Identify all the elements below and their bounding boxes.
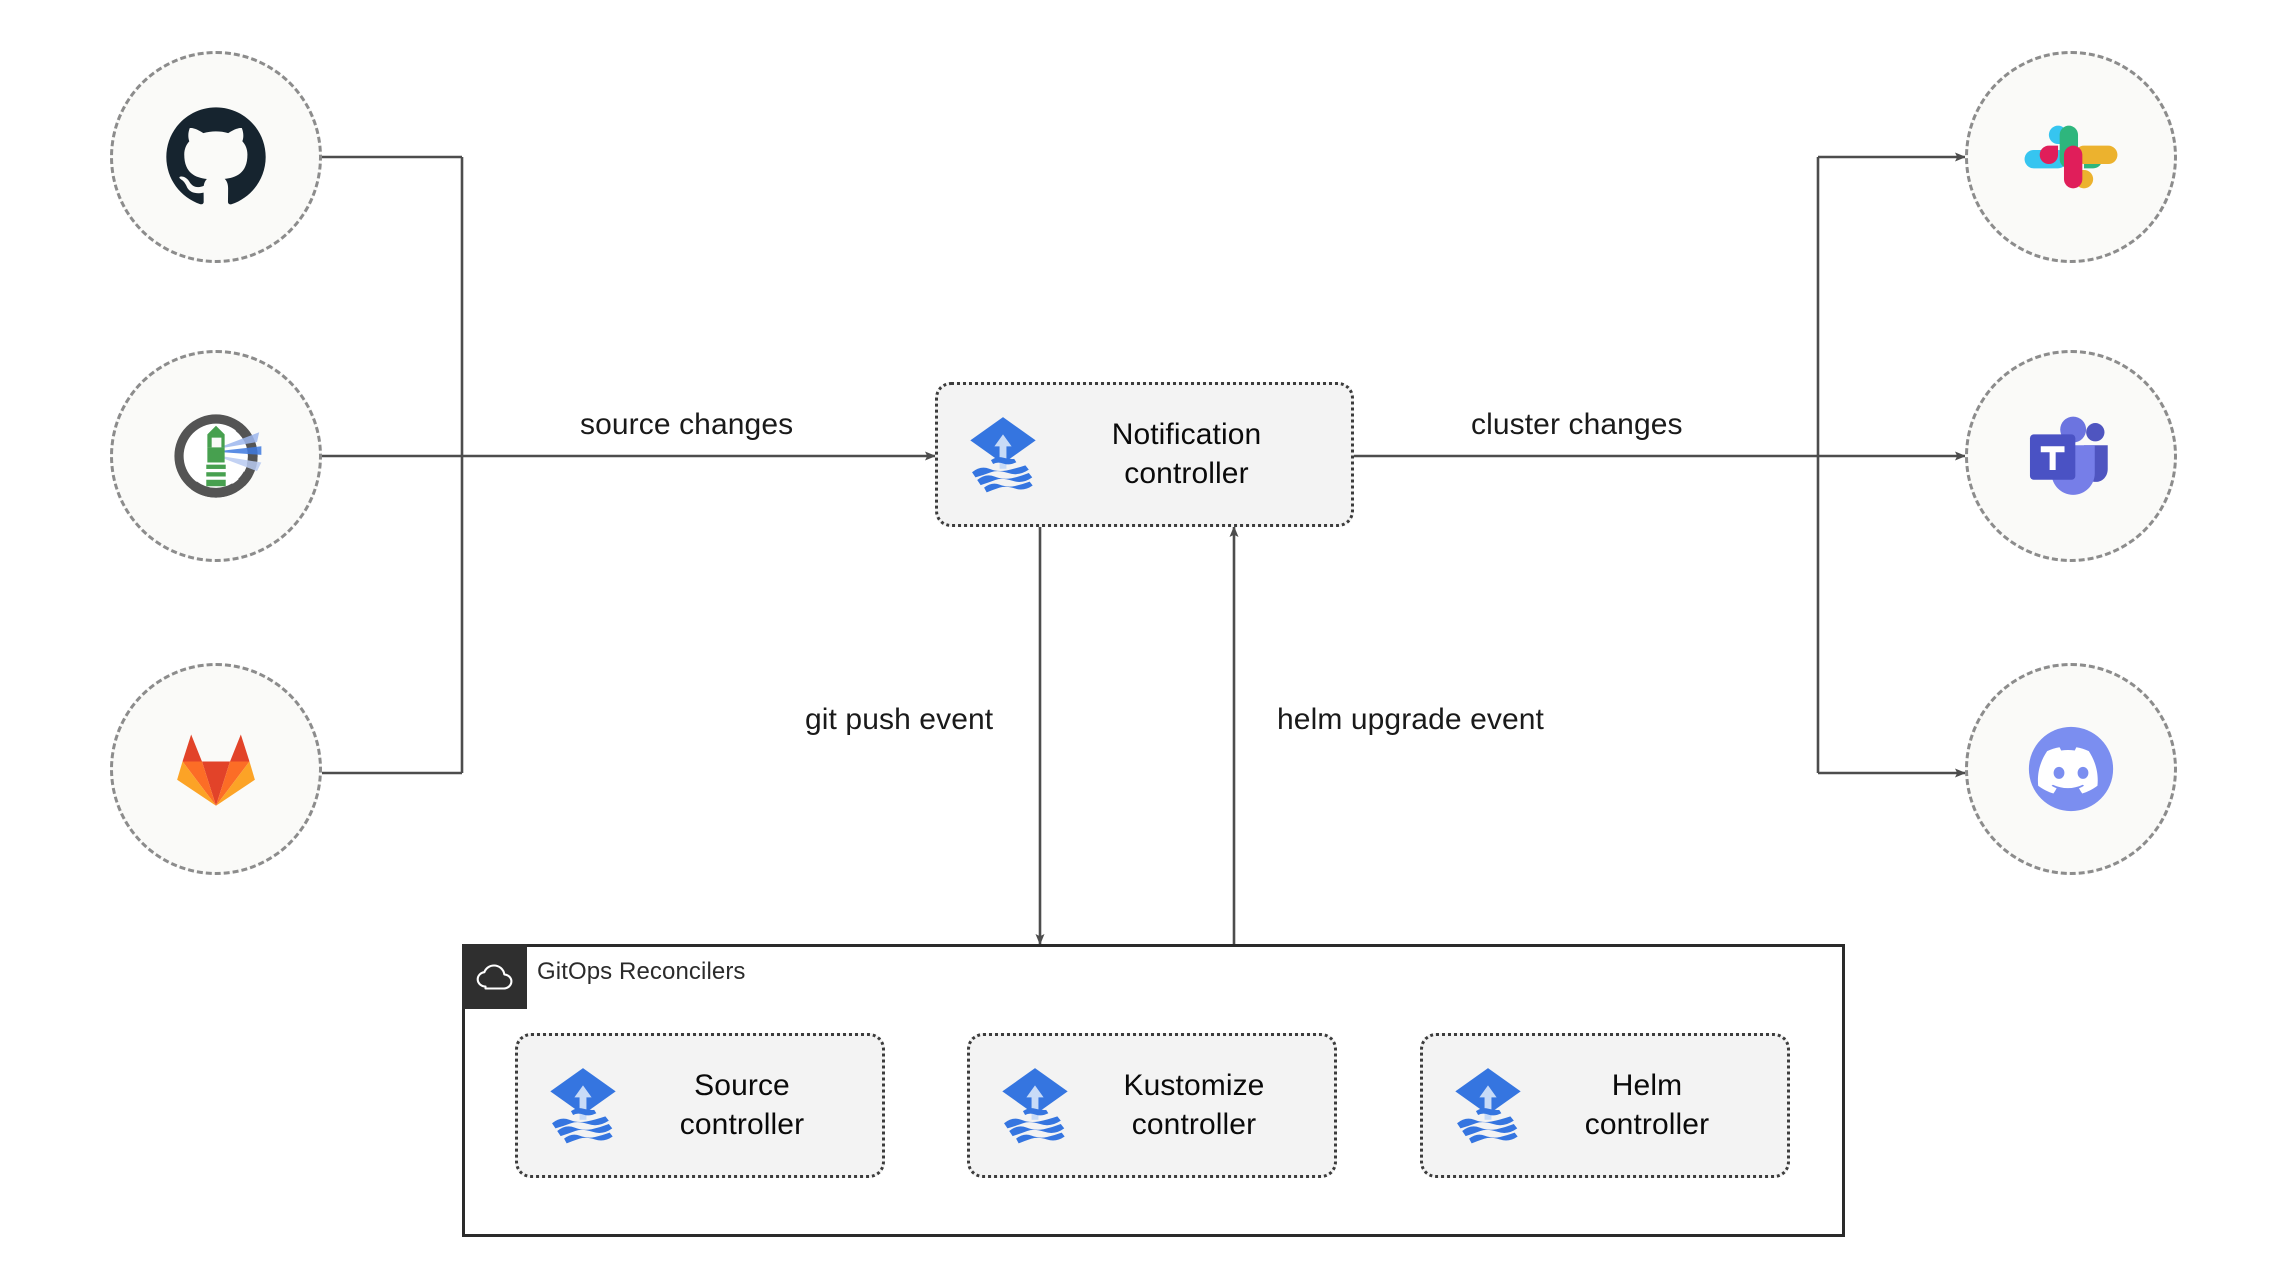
helm-controller-label: Helm controller [1531,1067,1769,1144]
helm-controller-line1: Helm [1611,1069,1683,1103]
source-node-github[interactable] [110,51,322,263]
target-node-discord[interactable] [1965,663,2177,875]
flux-source-lighthouse-icon [174,414,262,498]
flux-logo-icon [1455,1067,1521,1143]
edge-label-helm-upgrade-event: helm upgrade event [1277,703,1544,736]
target-node-teams[interactable] [1965,350,2177,562]
notification-controller-line1: Notification [1111,418,1262,452]
kustomize-controller-line2: controller [1131,1107,1257,1141]
cloud-icon [476,963,512,990]
source-controller-line2: controller [679,1107,805,1141]
source-node-gitlab[interactable] [110,663,322,875]
source-controller-box[interactable]: Source controller [515,1033,885,1178]
helm-controller-line2: controller [1584,1107,1710,1141]
edge-label-git-push-event: git push event [805,703,994,736]
helm-controller-box[interactable]: Helm controller [1420,1033,1790,1178]
slack-icon [2024,125,2118,189]
source-node-flux-source[interactable] [110,350,322,562]
kustomize-controller-label: Kustomize controller [1078,1067,1316,1144]
edge-label-source-changes: source changes [580,408,794,441]
edge-label-cluster-changes: cluster changes [1471,408,1683,441]
source-controller-line1: Source [694,1069,790,1103]
kustomize-controller-line1: Kustomize [1123,1069,1265,1103]
discord-icon [2028,726,2114,812]
gitops-reconcilers-title: GitOps Reconcilers [537,958,746,985]
flux-logo-icon [550,1067,616,1143]
microsoft-teams-icon [2029,416,2108,495]
source-controller-label: Source controller [626,1067,864,1144]
target-node-slack[interactable] [1965,51,2177,263]
flux-logo-icon [1002,1067,1068,1143]
gitops-reconcilers-badge [462,944,527,1009]
github-icon [166,107,266,205]
flux-logo-icon [970,416,1036,492]
kustomize-controller-box[interactable]: Kustomize controller [967,1033,1337,1178]
gitlab-icon [177,734,255,806]
notification-controller-label: Notification controller [1046,416,1333,493]
notification-controller-line2: controller [1124,456,1249,490]
notification-controller-box[interactable]: Notification controller [935,382,1354,527]
